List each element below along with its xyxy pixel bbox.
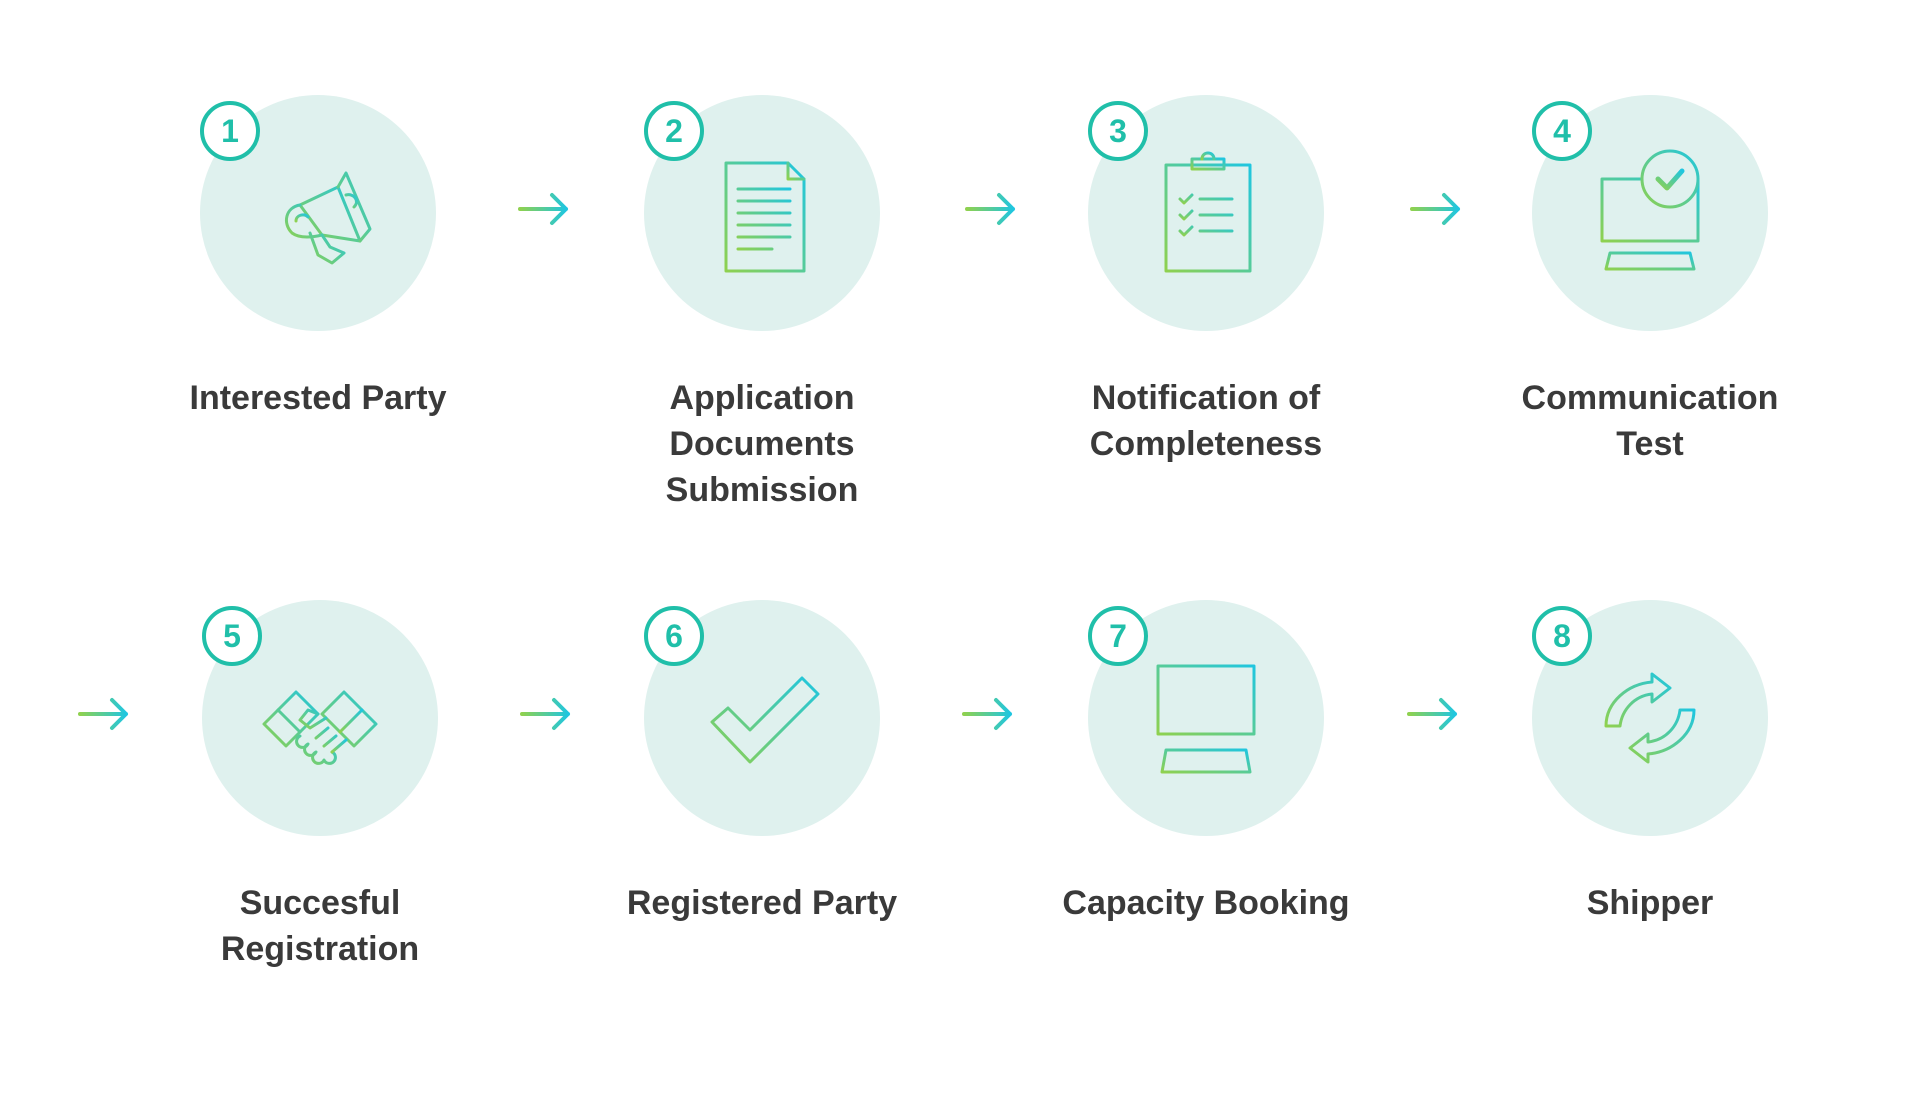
step-number-badge: 7 xyxy=(1088,606,1148,666)
step-label: Shipper xyxy=(1586,884,1714,922)
step-2: 2 Application Documents Submission xyxy=(591,95,891,515)
arrow-right-icon xyxy=(962,698,1012,730)
step-1: 1 Interested Party xyxy=(147,95,447,515)
step-number-badge: 3 xyxy=(1088,101,1148,161)
arrow-right-icon xyxy=(518,193,568,225)
step-number-badge: 8 xyxy=(1532,606,1592,666)
step-label: Registered Party xyxy=(626,884,898,922)
step-6: 6 Registered Party xyxy=(591,600,897,1020)
step-8: 8 Shipper xyxy=(1479,600,1779,1020)
clipboard-checklist-icon xyxy=(1164,151,1252,273)
arrow-right-icon xyxy=(1410,193,1460,225)
document-icon xyxy=(724,161,806,273)
arrow-right-icon xyxy=(520,698,570,730)
computer-check-icon xyxy=(1600,149,1700,271)
step-label: Communication Test xyxy=(1521,379,1779,463)
arrow-right-icon xyxy=(965,193,1015,225)
step-number-badge: 6 xyxy=(644,606,704,666)
handshake-icon xyxy=(262,690,378,765)
step-7: 7 Capacity Booking xyxy=(1035,600,1350,1020)
step-label: Succesful Registration xyxy=(220,884,420,968)
computer-icon xyxy=(1156,664,1256,774)
step-number-badge: 2 xyxy=(644,101,704,161)
arrow-right-icon xyxy=(1407,698,1457,730)
step-number-badge: 5 xyxy=(202,606,262,666)
step-4: 4 Communication Test xyxy=(1479,95,1779,515)
step-label: Application Documents Submission xyxy=(665,379,859,509)
step-number-badge: 1 xyxy=(200,101,260,161)
step-3: 3 Notification of Completeness xyxy=(1035,95,1335,515)
step-number-badge: 4 xyxy=(1532,101,1592,161)
step-5: 5 Succesful Registration xyxy=(149,600,449,1020)
step-label: Capacity Booking xyxy=(1062,884,1350,922)
megaphone-icon xyxy=(284,171,372,265)
checkmark-icon xyxy=(710,676,820,764)
arrow-right-icon xyxy=(78,698,128,730)
step-label: Notification of Completeness xyxy=(1089,379,1323,463)
step-label: Interested Party xyxy=(189,379,447,417)
sync-arrows-icon xyxy=(1604,672,1696,764)
